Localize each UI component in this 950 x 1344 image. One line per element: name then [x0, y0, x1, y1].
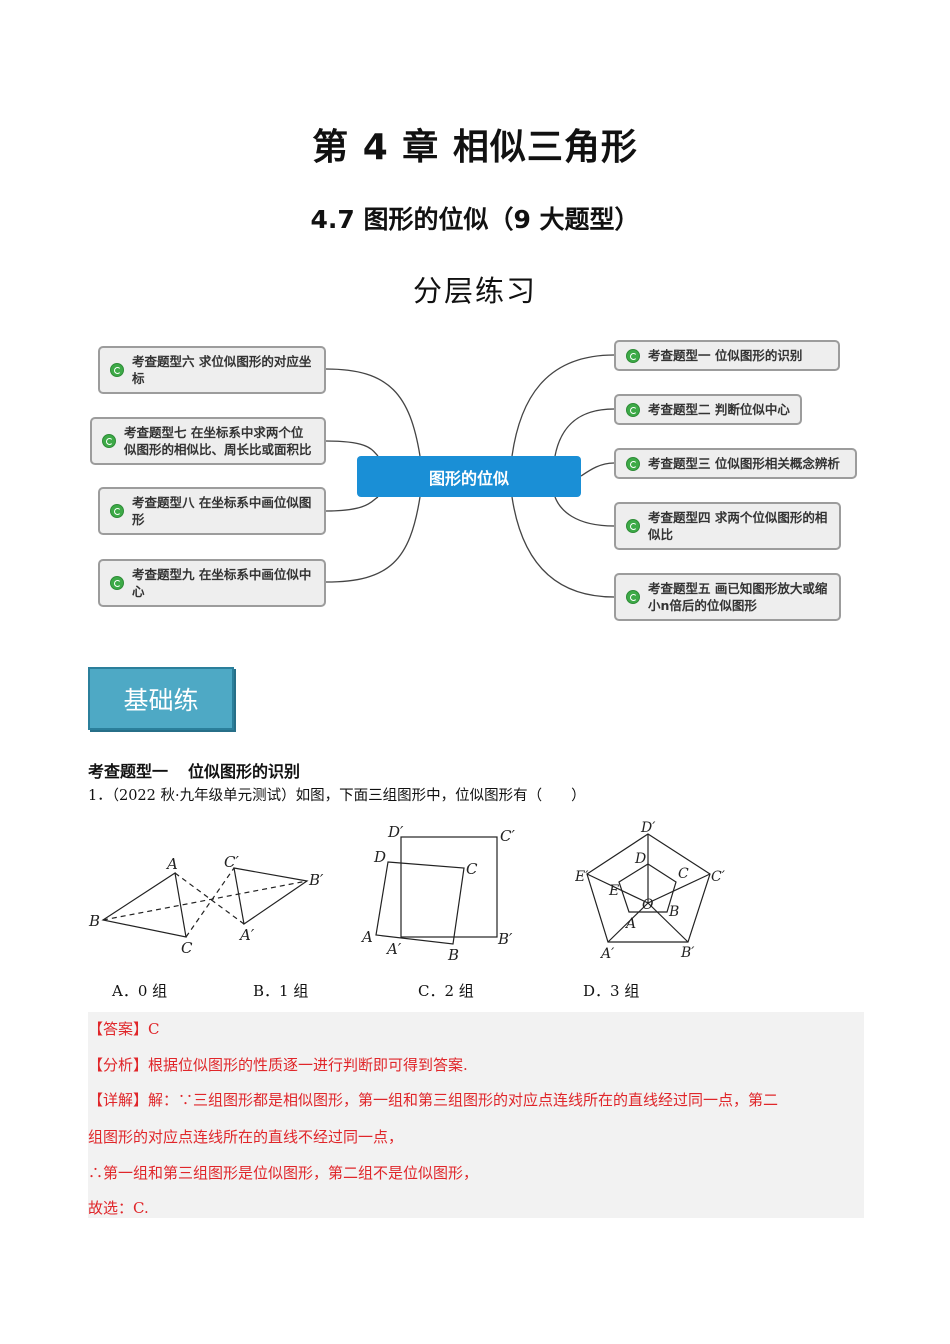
- label-C-prime: C′: [500, 827, 515, 845]
- label-C: C: [181, 939, 193, 957]
- mindmap-node-type5: 考查题型五 画已知图形放大或缩小n倍后的位似图形: [614, 573, 841, 621]
- question-type-name: 位似图形的识别: [188, 762, 301, 781]
- node-text: 似比: [648, 527, 674, 542]
- flag-icon: [626, 456, 640, 471]
- node-text: 形: [132, 512, 145, 527]
- answer-box: [88, 1012, 864, 1218]
- node-text: 考查题型一 位似图形的识别: [648, 348, 803, 363]
- label-A: A: [360, 928, 373, 946]
- figure-3-pentagons: D′ D E′ C′ C E O B A A′ B′: [575, 820, 726, 962]
- label-B: B: [668, 904, 679, 920]
- label-D: D: [373, 848, 386, 866]
- label-E: E: [608, 883, 619, 899]
- node-text: 考查题型四 求两个位似图形的相: [648, 510, 828, 525]
- node-text: 标: [132, 371, 145, 386]
- mindmap-node-type7: 考查题型七 在坐标系中求两个位似图形的相似比、周长比或面积比: [90, 417, 326, 465]
- section-label-basic: 基础练: [88, 667, 234, 730]
- question-type-label: 考查题型一: [88, 762, 169, 781]
- question-type-heading: 考查题型一位似图形的识别: [88, 758, 300, 782]
- node-text: 心: [132, 584, 145, 599]
- analysis-line: 【分析】根据位似图形的性质逐一进行判断即可得到答案.: [88, 1054, 468, 1075]
- node-text: 小n倍后的位似图形: [648, 598, 757, 613]
- node-text: 考查题型九 在坐标系中画位似中: [132, 567, 312, 582]
- label-D-prime: D′: [640, 820, 656, 836]
- detail-line-1: 【详解】解：∵三组图形都是相似图形，第一组和第三组图形的对应点连线所在的直线经过…: [88, 1089, 778, 1110]
- option-c[interactable]: C．2 组: [418, 982, 474, 1000]
- flag-icon: [110, 504, 124, 518]
- label-B: B: [88, 912, 100, 930]
- option-d[interactable]: D．3 组: [583, 982, 640, 1000]
- mindmap-node-type1: 考查题型一 位似图形的识别: [614, 340, 840, 371]
- mindmap-center: 图形的位似: [357, 456, 581, 497]
- label-A-prime: A′: [385, 940, 402, 958]
- detail-text: 解：∵三组图形都是相似图形，第一组和第三组图形的对应点连线所在的直线经过同一点，…: [148, 1091, 779, 1109]
- answer-line: 【答案】C: [88, 1018, 160, 1039]
- label-D-prime: D′: [387, 823, 404, 841]
- subtitle: 分层练习: [412, 274, 537, 308]
- figure-2-squares: D′ C′ D C A A′ B B′: [360, 823, 515, 964]
- flag-icon: [102, 434, 116, 448]
- flag-icon: [626, 519, 640, 533]
- detail-tag: 【详解】: [88, 1091, 149, 1109]
- label-B-prime: B′: [497, 930, 513, 948]
- flag-icon: [626, 348, 640, 363]
- question-1: 1．（2022 秋·九年级单元测试）如图，下面三组图形中，位似图形有（ ）: [88, 784, 586, 805]
- question-number: 1．: [88, 788, 112, 804]
- label-C: C: [678, 866, 689, 882]
- node-text: 似图形的相似比、周长比或面积比: [124, 442, 312, 457]
- node-text: 考查题型二 判断位似中心: [648, 402, 790, 417]
- option-b[interactable]: B．1 组: [253, 982, 309, 1000]
- mindmap-node-type6: 考查题型六 求位似图形的对应坐标: [98, 346, 326, 394]
- option-a[interactable]: A．0 组: [112, 982, 168, 1000]
- figure-1-triangles: B A C C′ B′ A′: [88, 853, 324, 957]
- mindmap-node-type4: 考查题型四 求两个位似图形的相似比: [614, 502, 841, 550]
- label-B: B: [447, 946, 459, 964]
- answer-tag: 【答案】: [88, 1020, 149, 1038]
- mindmap-node-type8: 考查题型八 在坐标系中画位似图形: [98, 487, 326, 535]
- analysis-text: 根据位似图形的性质逐一进行判断即可得到答案.: [148, 1056, 468, 1074]
- label-A-prime: A′: [599, 946, 615, 962]
- flag-icon: [626, 590, 640, 604]
- flag-icon: [110, 576, 124, 590]
- flag-icon: [626, 402, 640, 417]
- label-B-prime: B′: [680, 945, 695, 961]
- label-D: D: [634, 851, 646, 867]
- label-A: A: [624, 916, 636, 932]
- section-title: 4.7 图形的位似（9 大题型）: [310, 205, 640, 234]
- detail-line-2: 组图形的对应点连线所在的直线不经过同一点，: [88, 1128, 404, 1146]
- mindmap-node-type3: 考查题型三 位似图形相关概念辨析: [614, 448, 857, 479]
- mindmap-node-type9: 考查题型九 在坐标系中画位似中心: [98, 559, 326, 607]
- label-C-prime: C′: [224, 853, 239, 871]
- label-E-prime: E′: [575, 869, 589, 885]
- node-text: 考查题型七 在坐标系中求两个位: [124, 425, 304, 440]
- flag-icon: [110, 363, 124, 377]
- detail-line-3: ∴第一组和第三组图形是位似图形，第二组不是位似图形，: [88, 1164, 479, 1182]
- detail-line-4: 故选：C.: [88, 1199, 149, 1217]
- mindmap-node-type2: 考查题型二 判断位似中心: [614, 394, 802, 425]
- label-B-prime: B′: [308, 871, 324, 889]
- node-text: 考查题型六 求位似图形的对应坐: [132, 354, 312, 369]
- label-A: A: [165, 855, 178, 873]
- label-A-prime: A′: [238, 926, 255, 944]
- node-text: 考查题型八 在坐标系中画位似图: [132, 495, 312, 510]
- mindmap-connectors: [325, 354, 615, 598]
- label-C: C: [466, 860, 478, 878]
- question-text: （2022 秋·九年级单元测试）如图，下面三组图形中，位似图形有（ ）: [111, 788, 586, 804]
- chapter-title: 第 4 章 相似三角形: [312, 127, 638, 168]
- label-O: O: [642, 897, 654, 913]
- node-text: 考查题型三 位似图形相关概念辨析: [648, 456, 840, 471]
- answer-value: C: [148, 1020, 160, 1038]
- node-text: 考查题型五 画已知图形放大或缩: [648, 581, 828, 596]
- label-C-prime: C′: [711, 869, 726, 885]
- analysis-tag: 【分析】: [88, 1056, 149, 1074]
